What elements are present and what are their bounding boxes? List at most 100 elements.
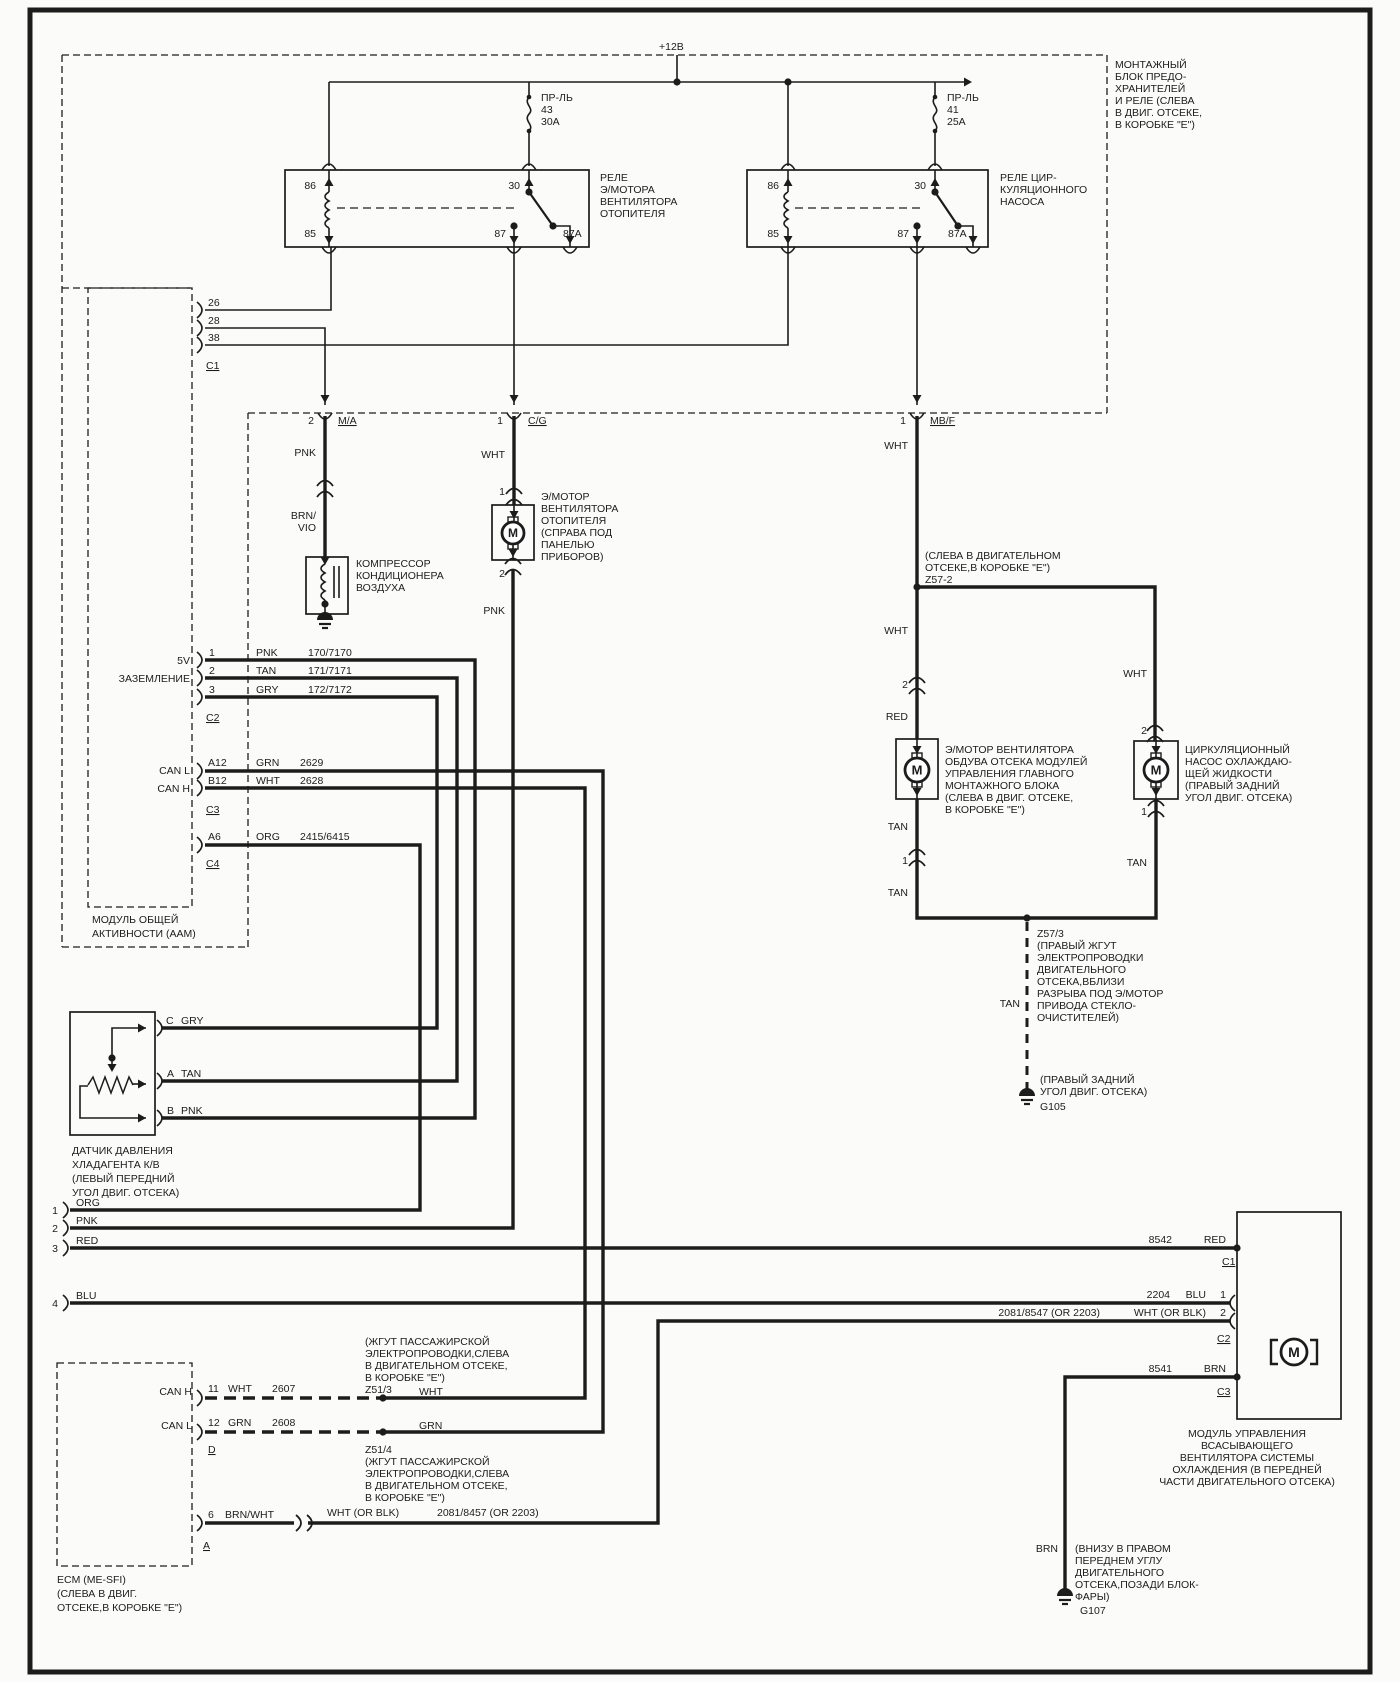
junction-dot xyxy=(1023,914,1031,922)
label: WHT xyxy=(419,1386,443,1398)
pin-bracket xyxy=(196,836,203,854)
label: (ПРАВЫЙ ЗАДНИЙ xyxy=(1185,779,1280,792)
heater-fan-motor-icon-label: M xyxy=(508,526,518,540)
label: В КОРОБКЕ "Е") xyxy=(945,804,1025,816)
label: TAN xyxy=(888,821,908,833)
label: CAN L xyxy=(159,765,190,777)
label: АКТИВНОСТИ (ААМ) xyxy=(92,928,196,940)
line xyxy=(79,1085,146,1119)
label: РЕЛЕ ЦИР- xyxy=(1000,172,1057,184)
arrow-icon xyxy=(912,788,922,796)
label: PNK xyxy=(181,1105,203,1117)
label: D xyxy=(208,1444,216,1456)
ground-symbol-compressor xyxy=(317,612,333,620)
wire-pass-arc xyxy=(780,163,796,171)
label: WHT xyxy=(1123,668,1147,680)
fuse-end-dot xyxy=(932,128,938,134)
label: ФАРЫ) xyxy=(1075,1591,1110,1603)
inline-connector-icon xyxy=(306,1514,313,1532)
label: 87 xyxy=(494,228,506,240)
label: TAN xyxy=(181,1068,201,1080)
arrow-icon xyxy=(968,236,978,244)
label: 2081/8547 (OR 2203) xyxy=(998,1307,1100,1319)
junction-dot xyxy=(108,1054,116,1062)
label: PNK xyxy=(294,447,316,459)
label: (СЛЕВА В ДВИГАТЕЛЬНОМ xyxy=(925,550,1061,562)
wire-tan-ground-bus xyxy=(915,799,1158,920)
label: С3 xyxy=(1217,1386,1231,1398)
wire-pass-arc xyxy=(521,163,537,171)
line xyxy=(934,191,959,227)
arrow-icon xyxy=(138,1023,146,1033)
label: КОМПРЕССОР xyxy=(356,558,431,570)
label: В ДВИГАТЕЛЬНОМ ОТСЕКЕ, xyxy=(365,1360,508,1372)
label: 1 xyxy=(52,1205,58,1217)
arrow-icon xyxy=(324,236,334,244)
label: TAN xyxy=(1127,857,1147,869)
label: Z57-2 xyxy=(925,574,953,586)
label: MB/F xyxy=(930,415,955,427)
arrow-icon xyxy=(509,395,519,403)
module-bay-fan-motor-box xyxy=(895,738,939,800)
label: TAN xyxy=(256,665,276,677)
pin-bracket xyxy=(156,1019,163,1037)
wire-pnk-sensor-5v xyxy=(162,658,477,1120)
arrow-icon xyxy=(138,1079,146,1089)
label: ОТСЕКА,ПОЗАДИ БЛОК- xyxy=(1075,1579,1199,1591)
pin-bracket xyxy=(156,1109,163,1127)
wire-pass-arc xyxy=(321,246,337,254)
arrow-icon xyxy=(320,395,330,403)
wire-brn-8541 xyxy=(1063,1375,1237,1592)
inline-connector-icon xyxy=(295,1514,302,1532)
label: C xyxy=(166,1015,174,1027)
pin-bracket xyxy=(196,301,203,319)
label: ВЕНТИЛЯТОРА СИСТЕМЫ xyxy=(1180,1452,1314,1464)
label: 8541 xyxy=(1149,1363,1173,1375)
label: 11 xyxy=(208,1383,219,1395)
suction-fan-motor-icon-label: M xyxy=(1288,1344,1300,1360)
label: 2 xyxy=(902,679,908,691)
inline-connector-icon xyxy=(504,568,522,576)
label: ЭЛЕКТРОПРОВОДКИ,СЛЕВА xyxy=(365,1348,509,1360)
label: Э/МОТОРА xyxy=(600,184,655,196)
wire-pass-arc xyxy=(506,246,522,254)
label: Э/МОТОР ВЕНТИЛЯТОРА xyxy=(945,744,1074,756)
wire-pass-arc xyxy=(909,246,925,254)
label: 86 xyxy=(767,180,779,192)
label: ДАТЧИК ДАВЛЕНИЯ xyxy=(72,1145,173,1157)
label: BRN/ xyxy=(291,510,316,522)
arrow-icon xyxy=(964,77,972,87)
label: МОНТАЖНЫЙ xyxy=(1115,58,1187,71)
page-border xyxy=(27,7,1373,1675)
label: ВОЗДУХА xyxy=(356,582,405,594)
fuse-end-dot xyxy=(526,128,532,134)
label: НАСОСА xyxy=(1000,196,1044,208)
wire-wht-pump-branch xyxy=(917,585,1157,741)
pin-bracket xyxy=(196,669,203,687)
inline-connector-icon xyxy=(316,490,334,498)
label: 30 xyxy=(914,180,926,192)
label: G107 xyxy=(1080,1605,1106,1617)
junction-dot xyxy=(784,78,792,86)
coolant-pump-motor-icon xyxy=(1142,756,1170,784)
label: GRN xyxy=(228,1417,251,1429)
label: CAN H xyxy=(159,1386,192,1398)
label: 2 xyxy=(308,415,314,427)
label: ЦИРКУЛЯЦИОННЫЙ xyxy=(1185,743,1290,756)
inline-connector-icon xyxy=(505,487,523,495)
inline-connector-icon xyxy=(908,676,926,684)
fan-control-module-box xyxy=(1236,1211,1342,1420)
label: 1 xyxy=(1141,806,1147,818)
label: ВЕНТИЛЯТОРА xyxy=(541,503,618,515)
pin-bracket xyxy=(156,1072,163,1090)
label: 1 xyxy=(497,415,503,427)
ground-symbol-g107 xyxy=(1057,1588,1073,1596)
junction-dot xyxy=(321,600,329,608)
junction-dot xyxy=(673,78,681,86)
label: Z51/4 xyxy=(365,1444,392,1456)
label: Э/МОТОР xyxy=(541,491,590,503)
arrow-icon xyxy=(783,236,793,244)
pin-bracket xyxy=(196,688,203,706)
relay-box-circulation-pump xyxy=(746,169,989,248)
